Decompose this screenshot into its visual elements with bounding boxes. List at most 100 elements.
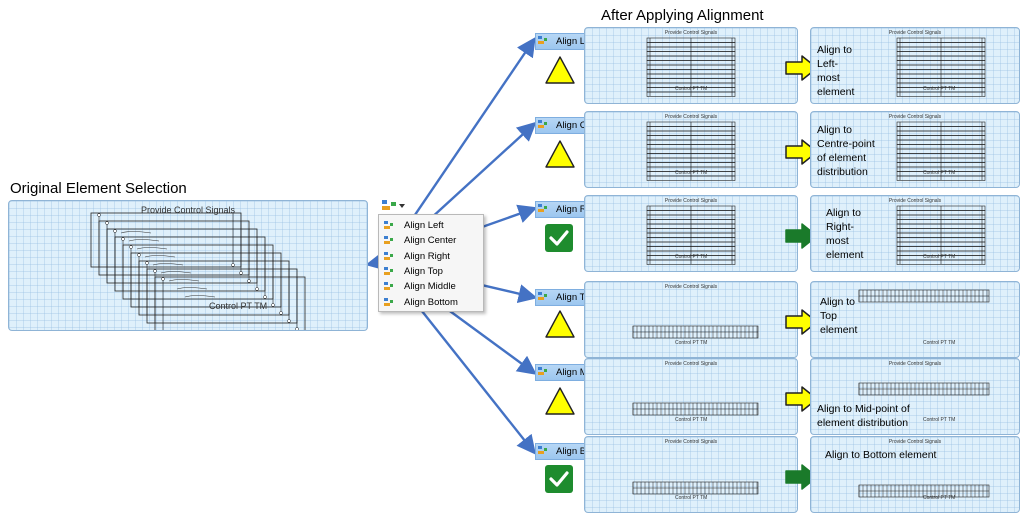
panel-title: Provide Control Signals: [664, 284, 718, 290]
align-dropdown-button[interactable]: [381, 199, 407, 213]
row-label-text: Align Left: [556, 36, 596, 47]
align-icon: [538, 292, 548, 302]
panel-title: Provide Control Signals: [888, 198, 942, 204]
menu-item-label: Align Bottom: [404, 296, 458, 308]
panel-title: Provide Control Signals: [888, 439, 942, 445]
menu-item-label: Align Right: [404, 250, 450, 262]
aligned-element-row: [632, 481, 759, 495]
panel-caption: Control PT TM: [675, 254, 708, 260]
row-label-text: Align Bottom: [556, 446, 610, 457]
menu-item-align-middle[interactable]: Align Middle: [379, 279, 483, 294]
element-diagram: [632, 481, 759, 495]
yellow-arrow-icon: [785, 55, 819, 81]
element-diagram: [632, 325, 759, 339]
check-icon: [544, 223, 576, 255]
aligned-element-row: [858, 289, 990, 303]
element-diagram: [646, 121, 736, 181]
check-icon: [544, 464, 576, 496]
result-line: Align to: [817, 124, 853, 136]
element-diagram: [896, 205, 986, 265]
panel-title: Provide Control Signals: [664, 361, 718, 367]
row-label-text: Align Center: [556, 120, 609, 131]
original-panel-title: Provide Control Signals: [140, 205, 236, 215]
element-diagram: [858, 382, 990, 396]
after-heading: After Applying Alignment: [601, 7, 764, 24]
element-diagram: [632, 402, 759, 416]
aligned-element-stack: [646, 37, 736, 97]
panel-title: Provide Control Signals: [888, 114, 942, 120]
align-icon: [538, 446, 548, 456]
menu-item-align-left[interactable]: Align Left: [379, 218, 483, 233]
result-description: Align to Left-most element: [817, 43, 854, 99]
warning-triangle-icon: [544, 386, 576, 418]
result-line: element: [820, 324, 858, 336]
result-line: element: [817, 86, 855, 98]
green-arrow-icon: [785, 464, 819, 490]
original-element-stack: [90, 212, 306, 330]
result-line: Centre-point: [817, 138, 875, 150]
panel-caption: Control PT TM: [675, 86, 708, 92]
result-line: most: [817, 72, 840, 84]
menu-item-label: Align Top: [404, 265, 443, 277]
align-icon: [538, 120, 548, 130]
result-line: distribution: [817, 166, 868, 178]
align-icon: [384, 266, 393, 276]
panel-caption: Control PT TM: [675, 417, 708, 423]
result-description: Align to Centre-point of element distributi…: [817, 123, 875, 179]
panel-caption: Control PT TM: [923, 495, 956, 501]
align-icon: [384, 221, 393, 230]
aligned-element-stack: [646, 205, 736, 265]
row-label-text: Align Right: [556, 204, 602, 215]
yellow-arrow-icon: [785, 309, 819, 335]
panel-title: Provide Control Signals: [664, 30, 718, 36]
panel-title: Provide Control Signals: [888, 30, 942, 36]
menu-item-align-right[interactable]: Align Right: [379, 249, 483, 264]
aligned-element-row: [632, 402, 759, 416]
menu-item-align-bottom[interactable]: Align Bottom: [379, 295, 483, 310]
aligned-element-stack: [896, 37, 986, 97]
result-line: Align to: [817, 44, 853, 56]
menu-item-align-top[interactable]: Align Top: [379, 264, 483, 279]
align-icon: [538, 36, 548, 46]
align-icon: [384, 236, 393, 245]
result-line: of element: [817, 152, 867, 164]
result-line: Align to: [826, 207, 862, 219]
menu-item-align-center[interactable]: Align Center: [379, 233, 483, 248]
panel-caption: Control PT TM: [923, 254, 956, 260]
align-icon: [384, 282, 393, 291]
row-label-text: Align Top: [556, 292, 595, 303]
align-icon: [384, 251, 393, 261]
result-line: Left-: [817, 58, 839, 70]
original-heading: Original Element Selection: [10, 180, 187, 197]
result-description: Align to Bottom element: [825, 448, 936, 462]
menu-item-label: Align Middle: [404, 281, 456, 293]
result-line: Align to Bottom element: [825, 449, 937, 461]
menu-item-label: Align Center: [404, 235, 457, 247]
yellow-arrow-icon: [785, 386, 819, 412]
result-line: Align to Mid-point of: [817, 403, 910, 415]
panel-title: Provide Control Signals: [664, 439, 718, 445]
menu-item-label: Align Left: [404, 220, 444, 231]
aligned-element-stack: [896, 205, 986, 265]
align-icon: [538, 367, 548, 377]
align-icon: [538, 204, 548, 214]
aligned-element-row: [858, 382, 990, 396]
original-selection-panel: Provide Control Signals Control PT TM: [8, 200, 368, 331]
original-panel-caption: Control PT TM: [209, 301, 268, 311]
result-line: Top: [820, 310, 837, 322]
warning-triangle-icon: [544, 139, 576, 171]
stacked-element: [154, 276, 306, 330]
green-arrow-icon: [785, 223, 819, 249]
aligned-element-stack: [646, 121, 736, 181]
element-diagram: [646, 37, 736, 97]
